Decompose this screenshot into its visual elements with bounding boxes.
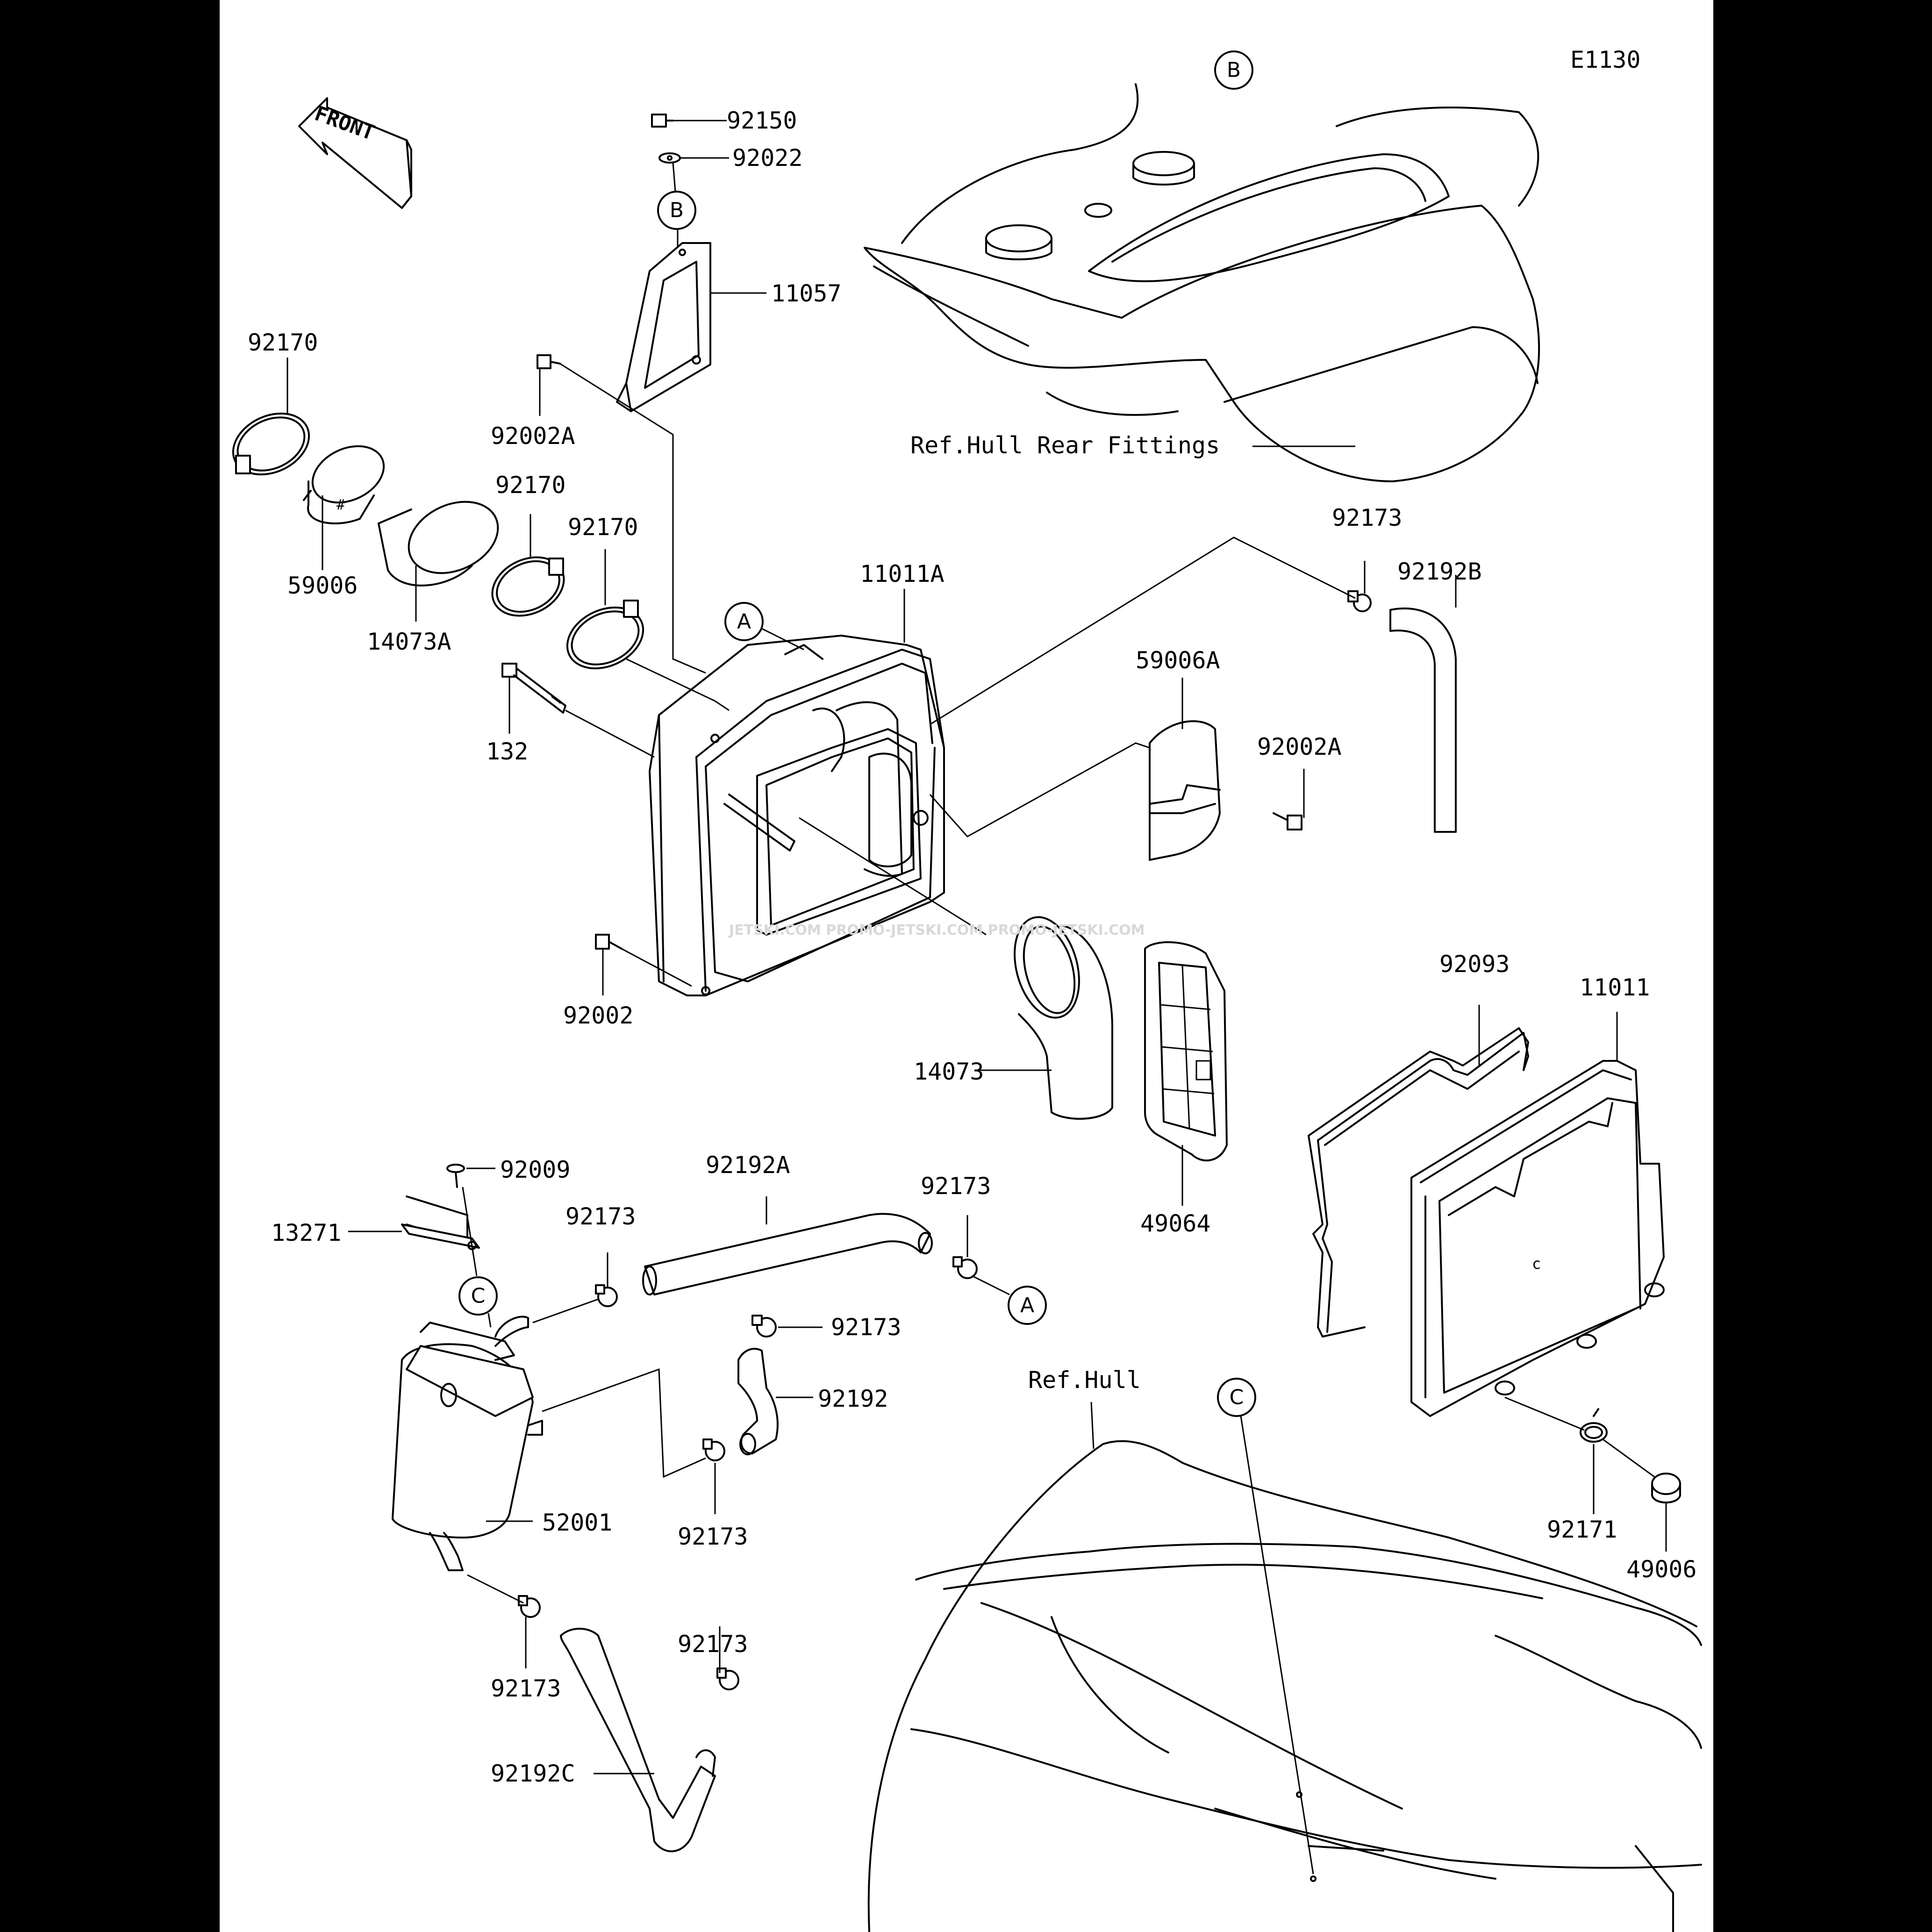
label-92170-a: 92170 [248, 329, 318, 356]
hose-92192 [737, 1348, 779, 1455]
hull [867, 1440, 1702, 1932]
label-132: 132 [486, 738, 528, 765]
clamp-92173-e [518, 1595, 541, 1618]
diagram-code: E1130 [1570, 46, 1641, 73]
bolt-132 [501, 663, 566, 714]
svg-text:A: A [737, 610, 751, 634]
svg-text:A: A [1020, 1294, 1034, 1317]
label-11011A: 11011A [860, 560, 945, 587]
front-arrow: FRONT [298, 97, 412, 209]
label-ref-hull: Ref.Hull [1028, 1367, 1141, 1394]
label-92002A-upper: 92002A [491, 422, 575, 450]
label-92093: 92093 [1439, 951, 1510, 978]
filter-59006: # [303, 445, 385, 524]
bolt-92002A-upper [537, 354, 561, 369]
clamp-92170-b [491, 556, 565, 617]
bubble-c-hull: C [1217, 1378, 1256, 1417]
label-92192C: 92192C [491, 1760, 575, 1787]
label-11057: 11057 [771, 280, 842, 307]
bubble-c-tank: C [458, 1276, 498, 1316]
screen-49064 [1144, 941, 1228, 1161]
label-92173-b: 92173 [921, 1173, 991, 1200]
label-92173-top: 92173 [1332, 504, 1402, 531]
label-14073: 14073 [914, 1058, 984, 1085]
tank-52001 [392, 1316, 543, 1571]
bracket-11057 [616, 242, 711, 412]
label-92192A: 92192A [706, 1152, 790, 1179]
label-14073A: 14073A [367, 628, 451, 655]
clamp-92170-c [566, 600, 644, 670]
label-59006: 59006 [287, 572, 358, 599]
svg-text:c: c [1532, 1255, 1541, 1273]
bolt-92002A-right [1273, 812, 1302, 830]
clamp-92173-f [716, 1667, 739, 1690]
hose-92192C [560, 1628, 716, 1853]
label-92173-e: 92173 [491, 1675, 561, 1702]
cover-59006A [1149, 720, 1221, 861]
airbox-11011A [649, 635, 945, 996]
leader-lines [286, 120, 1667, 1875]
label-92171: 92171 [1547, 1516, 1617, 1543]
label-11011: 11011 [1580, 974, 1650, 1001]
clamp-92173-a [595, 1284, 618, 1307]
svg-text:B: B [670, 199, 684, 222]
paper [220, 0, 1713, 1932]
screw-92009 [446, 1164, 465, 1188]
airbox-11011: c [1410, 1060, 1665, 1417]
clip-92171 [1580, 1408, 1608, 1443]
label-92170-c: 92170 [568, 514, 638, 541]
bubble-a-right: A [1008, 1286, 1047, 1325]
clamp-92170-a [232, 412, 310, 476]
bolt-92150 [651, 114, 681, 164]
label-49064: 49064 [1140, 1210, 1211, 1237]
label-92002A-right: 92002A [1257, 733, 1342, 760]
clamp-92173-c [751, 1315, 777, 1338]
svg-text:C: C [471, 1284, 486, 1308]
label-92173-d: 92173 [678, 1523, 748, 1550]
plate-13271 [401, 1195, 480, 1250]
label-92173-f: 92173 [678, 1631, 748, 1658]
gasket-92093 [1308, 1027, 1529, 1338]
clamp-92173-d [702, 1438, 725, 1461]
clamp-92173-b [952, 1256, 978, 1279]
hull-rear-fittings [864, 83, 1540, 482]
tube-14073A [378, 501, 499, 587]
elbow-14073 [1014, 916, 1113, 1120]
watermark: JETSKI.COM PROMO-JETSKI.COM PROMO-JETSKI… [728, 922, 1145, 938]
label-92192: 92192 [818, 1385, 888, 1412]
bubble-b-bracket: B [657, 191, 696, 230]
label-52001: 52001 [542, 1509, 613, 1536]
label-92173-c: 92173 [831, 1314, 902, 1341]
label-92173-a: 92173 [565, 1203, 636, 1230]
label-49006: 49006 [1626, 1556, 1697, 1583]
label-92022: 92022 [732, 144, 803, 172]
svg-text:C: C [1230, 1386, 1244, 1410]
svg-text:#: # [336, 497, 345, 513]
svg-text:B: B [1227, 58, 1241, 82]
clamp-92173-top [1347, 590, 1372, 612]
bubble-a-left: A [724, 602, 764, 641]
bolt-92002 [595, 934, 623, 950]
label-92009: 92009 [500, 1156, 571, 1183]
label-59006A: 59006A [1136, 647, 1220, 674]
cap-49006 [1651, 1473, 1681, 1503]
label-92192B: 92192B [1397, 558, 1482, 585]
label-92150: 92150 [727, 107, 797, 134]
hose-92192B [1389, 607, 1457, 833]
label-92002: 92002 [563, 1002, 634, 1029]
label-ref-hull-rear-fittings: Ref.Hull Rear Fittings [910, 432, 1220, 459]
label-13271: 13271 [271, 1219, 342, 1246]
label-92170-b: 92170 [495, 472, 566, 499]
bubble-b-hull: B [1214, 50, 1253, 90]
hose-92192A [642, 1213, 933, 1295]
